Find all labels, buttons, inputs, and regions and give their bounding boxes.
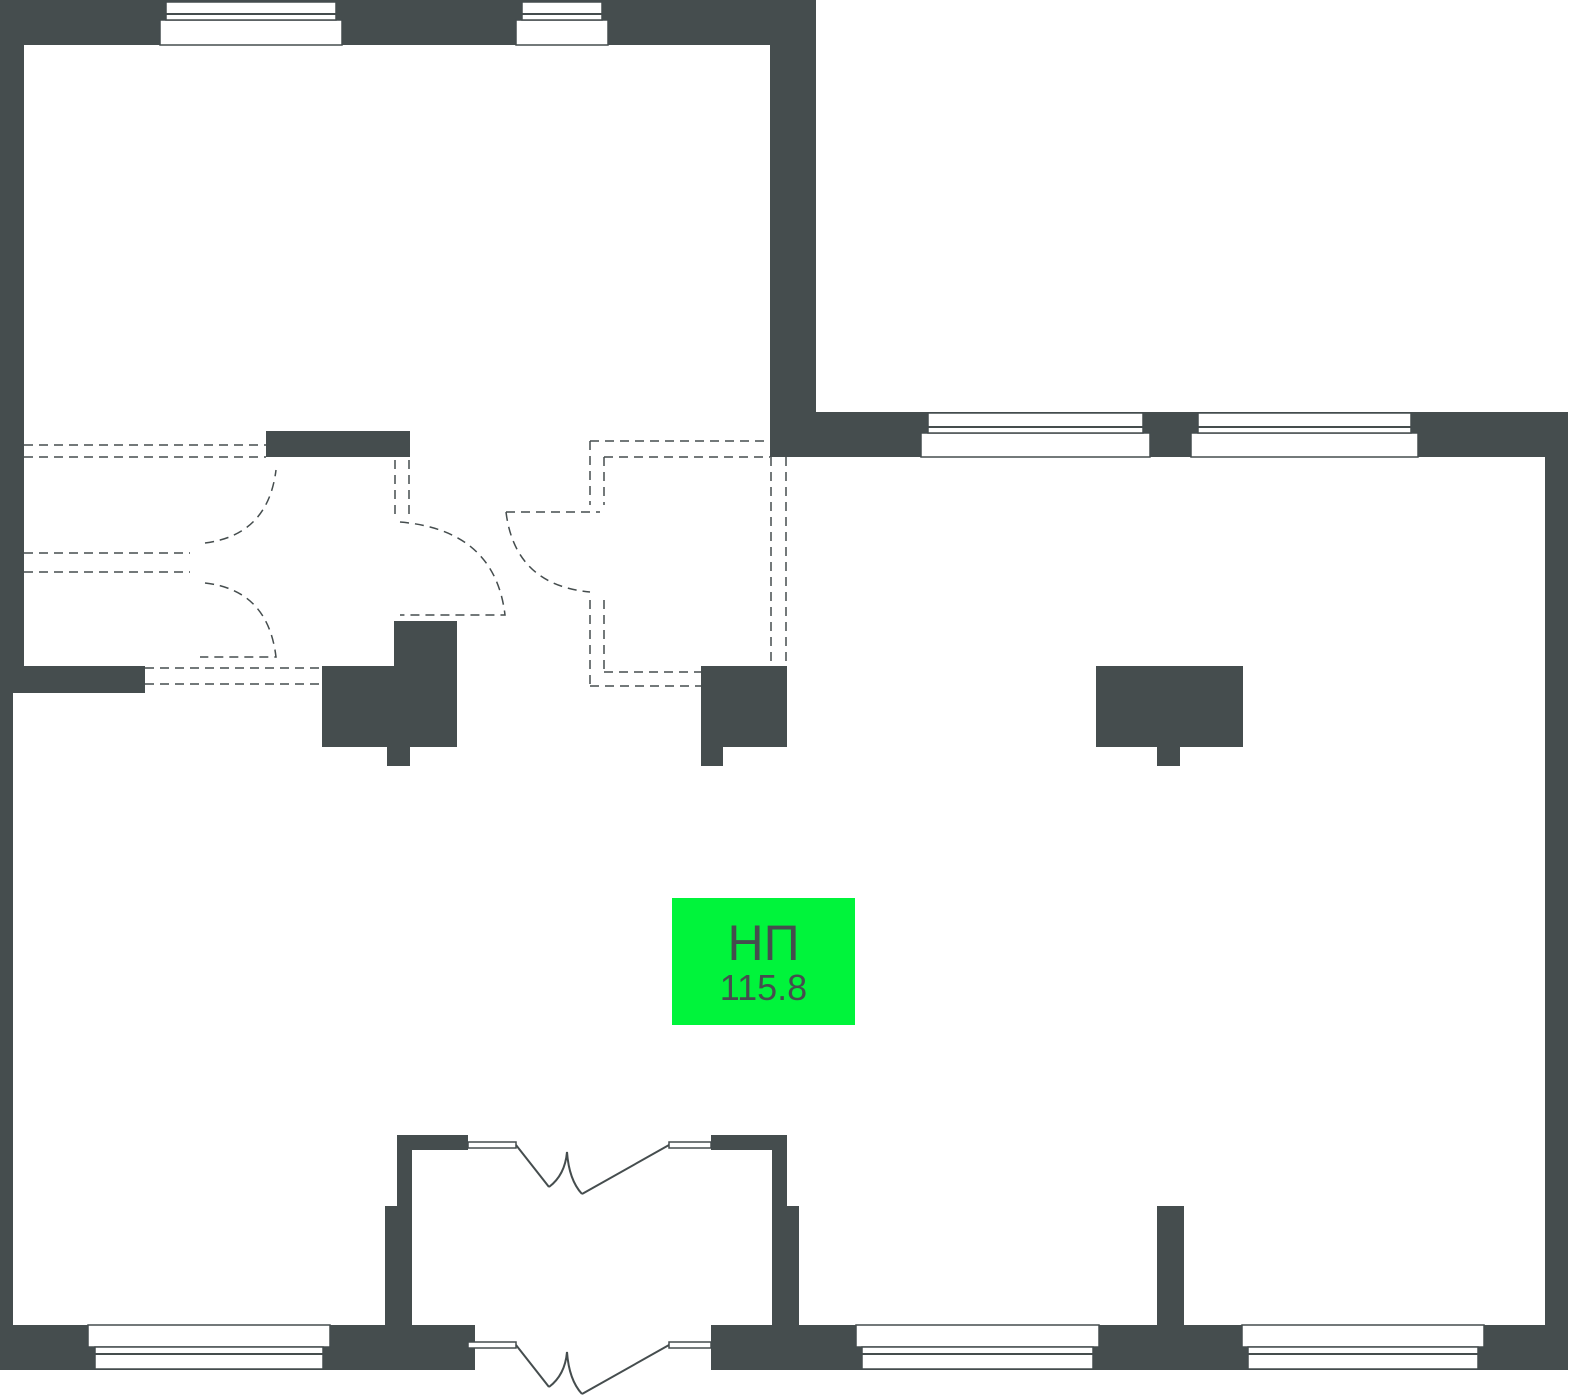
unit-type: НП [727,915,800,971]
unit-area: 115.8 [719,967,808,1008]
walls [0,0,1568,1370]
entrance-doors [467,1141,712,1395]
unit-label[interactable]: НП 115.8 [672,898,855,1025]
windows [87,1,1485,1370]
columns [322,621,1243,766]
optional-partitions [24,440,787,687]
